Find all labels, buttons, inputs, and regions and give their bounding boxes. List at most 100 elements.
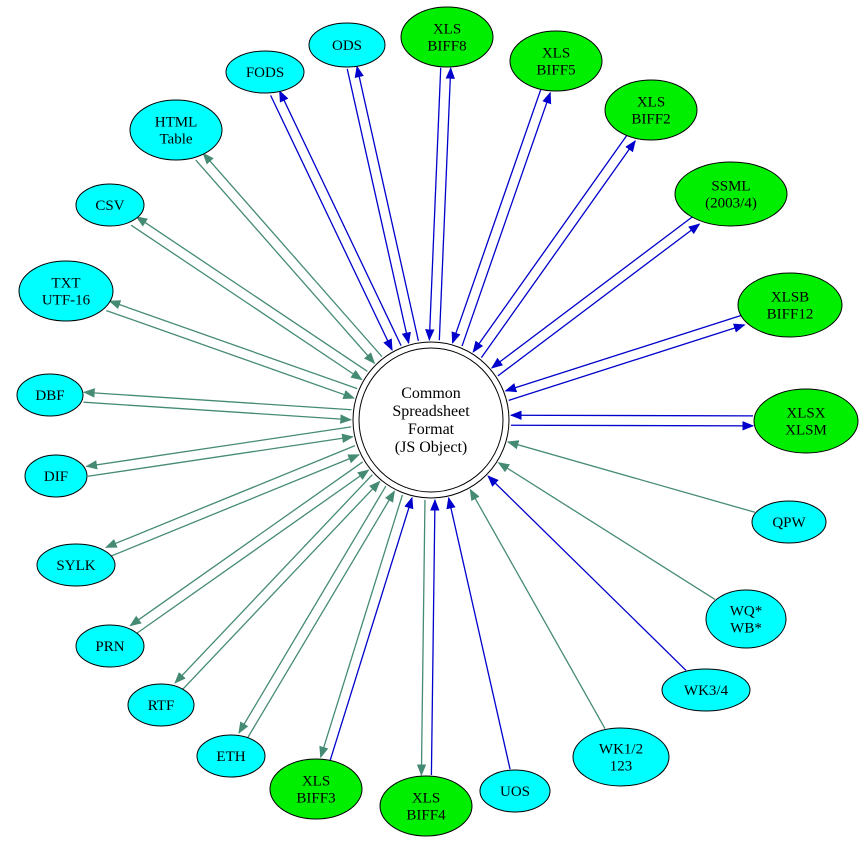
node-ellipse — [479, 769, 551, 813]
center-inner-circle — [358, 347, 504, 493]
edge-ods-in — [346, 68, 411, 345]
node-label: CSV — [95, 198, 124, 214]
node-ellipse — [36, 543, 116, 587]
node-dif: DIF — [24, 454, 88, 498]
node-ellipse — [705, 589, 787, 649]
edge-wq-wb-in — [497, 462, 716, 600]
edge-fods-out — [279, 90, 402, 346]
node-ellipse — [751, 500, 827, 544]
node-ellipse — [196, 734, 266, 778]
node-fods: FODS — [225, 50, 305, 94]
edge-wk12-123-in — [469, 488, 606, 729]
node-ellipse — [129, 99, 223, 161]
node-label: SYLK — [56, 558, 95, 574]
edge-xls-biff5-in — [451, 89, 542, 344]
node-eth: ETH — [196, 734, 266, 778]
node-label: ETH — [216, 749, 245, 765]
node-qpw: QPW — [751, 500, 827, 544]
node-rtf: RTF — [127, 683, 195, 727]
edge-txt-utf16-in — [106, 309, 356, 399]
edge-wk34-in — [487, 475, 687, 671]
edge-ods-out — [354, 65, 420, 341]
node-ellipse — [661, 668, 751, 712]
edge-xls-biff3-in — [329, 496, 414, 761]
edge-ssml-in — [490, 215, 694, 369]
edge-fods-in — [270, 95, 393, 352]
node-uos: UOS — [479, 769, 551, 813]
node-ellipse — [308, 22, 386, 68]
node-ellipse — [674, 161, 788, 227]
edge-prn-in — [135, 469, 370, 635]
node-ellipse — [269, 758, 363, 820]
node-ellipse — [16, 373, 84, 417]
node-ellipse — [572, 727, 670, 787]
edge-xls-biff2-in — [472, 134, 628, 353]
node-ellipse — [24, 454, 88, 498]
node-label: DBF — [35, 388, 64, 404]
edge-dbf-in — [83, 401, 353, 424]
edge-sylk-out — [105, 445, 356, 548]
node-ellipse — [509, 30, 603, 92]
edge-csv-in — [130, 224, 363, 381]
edge-xlsx-out — [510, 421, 755, 431]
edge-xls-biff8-in — [425, 67, 442, 342]
edge-xlsx-in — [509, 410, 754, 420]
node-label: WQ*WB* — [730, 604, 763, 637]
node-ods: ODS — [308, 22, 386, 68]
edge-html-table-out — [202, 152, 383, 358]
edge-xls-biff4-out — [416, 499, 427, 777]
node-label: QPW — [772, 515, 806, 531]
edge-rtf-in — [181, 480, 381, 691]
node-label: ODS — [332, 38, 362, 54]
node-ellipse — [604, 79, 698, 141]
node-ellipse — [18, 260, 114, 322]
node-prn: PRN — [75, 624, 145, 668]
edge-xls-biff4-in — [430, 498, 440, 776]
edge-dif-out — [85, 426, 352, 470]
edge-csv-out — [135, 216, 368, 372]
edge-txt-utf16-out — [108, 300, 358, 390]
node-label: FODS — [246, 65, 284, 81]
edge-xlsb-out — [508, 323, 746, 401]
edge-html-table-in — [195, 159, 376, 365]
edge-eth-in — [246, 490, 395, 739]
edge-xlsb-in — [504, 314, 742, 393]
node-label: DIF — [44, 469, 68, 485]
node-ellipse — [127, 683, 195, 727]
edge-ssml-out — [497, 223, 701, 377]
node-ellipse — [400, 6, 494, 68]
edge-sylk-in — [109, 454, 360, 558]
edge-xls-biff2-out — [480, 139, 636, 359]
node-ellipse — [75, 183, 145, 227]
edge-qpw-in — [506, 440, 756, 513]
node-sylk: SYLK — [36, 543, 116, 587]
edge-xls-biff3-out — [319, 494, 404, 759]
node-label: PRN — [95, 639, 124, 655]
node-ssml: SSML(2003/4) — [674, 161, 788, 227]
node-ellipse — [753, 388, 859, 454]
edge-xls-biff8-out — [438, 67, 455, 341]
node-dbf: DBF — [16, 373, 84, 417]
node-label: RTF — [148, 698, 175, 714]
node-csv: CSV — [75, 183, 145, 227]
